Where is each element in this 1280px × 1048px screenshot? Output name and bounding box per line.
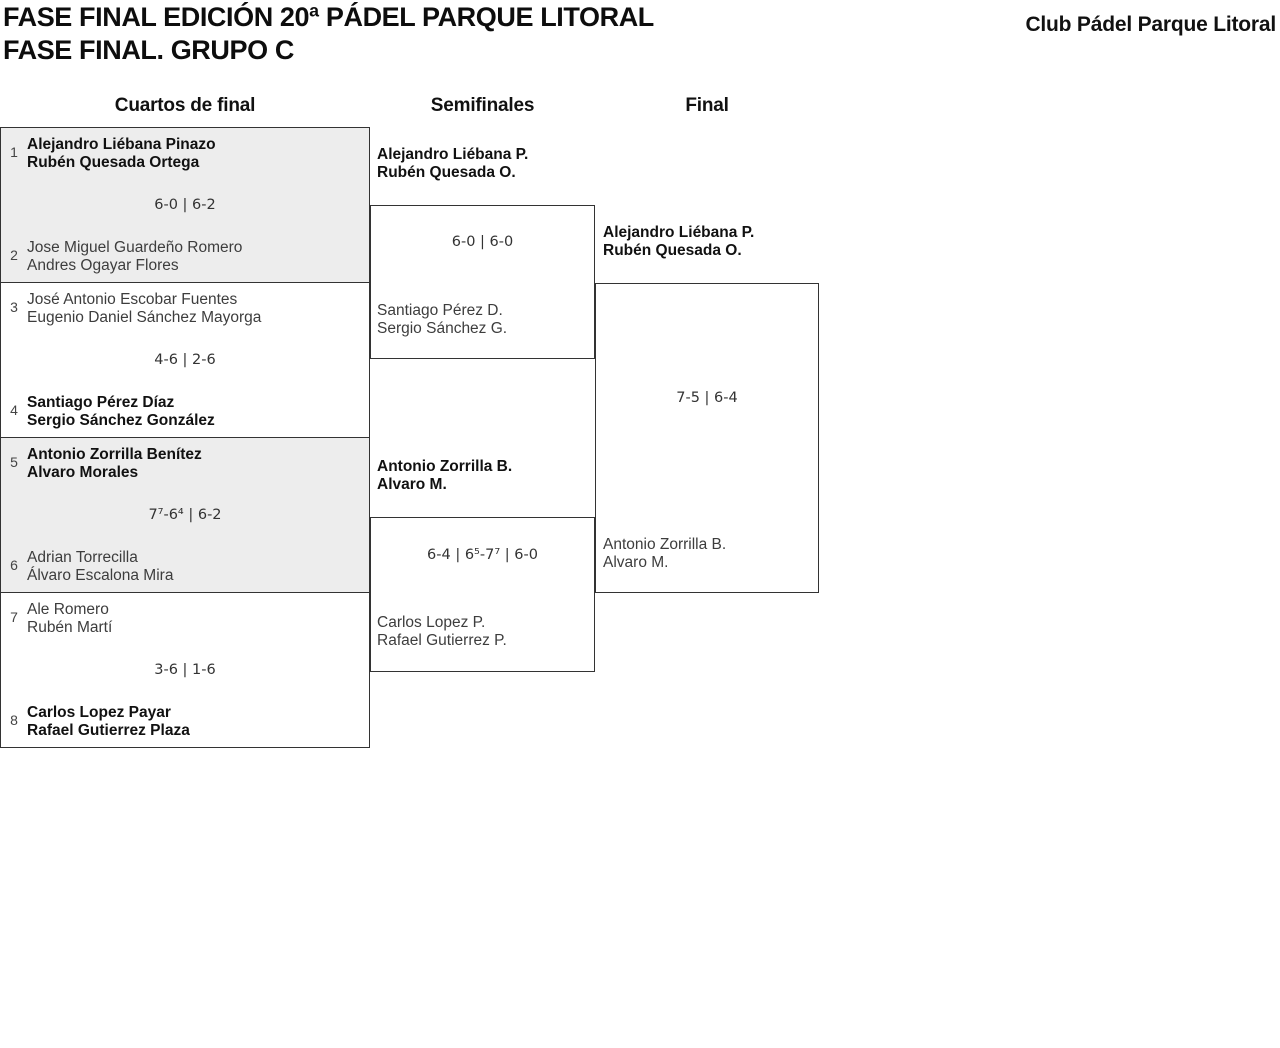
team-pair: Carlos Lopez P. Rafael Gutierrez P. [377,614,507,650]
team-pair: Antonio Zorrilla Benítez Alvaro Morales [27,446,202,482]
match-score: 6-4 | 6⁵-7⁷ | 6-0 [427,547,538,563]
team-pair: Antonio Zorrilla B. Alvaro M. [603,536,726,572]
seed-number: 2 [10,247,18,263]
seed-number: 7 [10,609,18,625]
team-pair: Alejandro Liébana Pinazo Rubén Quesada O… [27,136,216,172]
player-name: Ale Romero [27,601,109,618]
round-header-cuartos: Cuartos de final [114,95,256,116]
player-name: Rubén Quesada O. [377,164,516,181]
player-name: Alejandro Liébana P. [377,146,529,163]
player-name: Antonio Zorrilla Benítez [27,446,202,463]
match-score: 6-0 | 6-2 [154,197,216,213]
player-name: Alvaro M. [377,476,447,493]
team-pair: Ale Romero Rubén Martí [27,601,112,637]
player-name: José Antonio Escobar Fuentes [27,291,238,308]
team-pair: Jose Miguel Guardeño Romero Andres Ogaya… [27,239,242,275]
seed-number: 8 [10,712,18,728]
qf-match-3: 5 Antonio Zorrilla Benítez Alvaro Morale… [0,437,370,593]
player-name: Alvaro Morales [27,464,139,481]
player-name: Carlos Lopez Payar [27,704,171,721]
team-pair: Alejandro Liébana P. Rubén Quesada O. [603,224,754,260]
team-pair: José Antonio Escobar Fuentes Eugenio Dan… [27,291,261,327]
match-score: 7-5 | 6-4 [676,390,738,406]
team-pair: Santiago Pérez D. Sergio Sánchez G. [377,302,507,338]
title-line-2: FASE FINAL. GRUPO C [3,35,294,65]
match-score: 3-6 | 1-6 [154,662,216,678]
match-score: 4-6 | 2-6 [154,352,216,368]
player-name: Sergio Sánchez G. [377,320,508,337]
player-name: Andres Ogayar Flores [27,257,179,274]
seed-number: 5 [10,454,18,470]
team-pair: Carlos Lopez Payar Rafael Gutierrez Plaz… [27,704,190,740]
player-name: Álvaro Escalona Mira [27,567,174,584]
final-match-box [595,283,819,593]
player-name: Alvaro M. [603,554,669,571]
player-name: Antonio Zorrilla B. [603,536,727,553]
sf-match-1-box [370,205,595,359]
team-pair: Santiago Pérez Díaz Sergio Sánchez Gonzá… [27,394,215,430]
player-name: Santiago Pérez D. [377,302,503,319]
team-pair: Adrian Torrecilla Álvaro Escalona Mira [27,549,173,585]
qf-match-1: 1 Alejandro Liébana Pinazo Rubén Quesada… [0,127,370,283]
player-name: Jose Miguel Guardeño Romero [27,239,243,256]
player-name: Rubén Quesada O. [603,242,742,259]
team-pair: Alejandro Liébana P. Rubén Quesada O. [377,146,528,182]
match-score: 7⁷-6⁴ | 6-2 [148,507,222,523]
team-pair: Antonio Zorrilla B. Alvaro M. [377,458,512,494]
match-score: 6-0 | 6-0 [451,234,514,250]
player-name: Rafael Gutierrez P. [377,632,507,649]
quarterfinals-column: 1 Alejandro Liébana Pinazo Rubén Quesada… [0,127,370,748]
player-name: Rafael Gutierrez Plaza [27,722,190,739]
player-name: Rubén Martí [27,619,113,636]
player-name: Adrian Torrecilla [27,549,138,566]
player-name: Santiago Pérez Díaz [27,394,175,411]
player-name: Antonio Zorrilla B. [377,458,513,475]
seed-number: 3 [10,299,18,315]
seed-number: 4 [10,402,18,418]
qf-match-4: 7 Ale Romero Rubén Martí 3-6 | 1-6 8 Car… [0,592,370,748]
player-name: Eugenio Daniel Sánchez Mayorga [27,309,262,326]
player-name: Alejandro Liébana Pinazo [27,136,216,153]
sf-match-2-box [370,517,595,672]
seed-number: 6 [10,557,18,573]
round-header-final: Final [685,95,729,116]
title-line-1: FASE FINAL EDICIÓN 20ª PÁDEL PARQUE LITO… [3,2,654,32]
player-name: Alejandro Liébana P. [603,224,755,241]
qf-match-2: 3 José Antonio Escobar Fuentes Eugenio D… [0,282,370,438]
page-title: FASE FINAL EDICIÓN 20ª PÁDEL PARQUE LITO… [3,1,654,67]
player-name: Rubén Quesada Ortega [27,154,200,171]
round-header-semifinales: Semifinales [430,95,535,116]
club-name: Club Pádel Parque Litoral [1025,13,1276,36]
seed-number: 1 [10,144,18,160]
player-name: Carlos Lopez P. [377,614,486,631]
player-name: Sergio Sánchez González [27,412,215,429]
